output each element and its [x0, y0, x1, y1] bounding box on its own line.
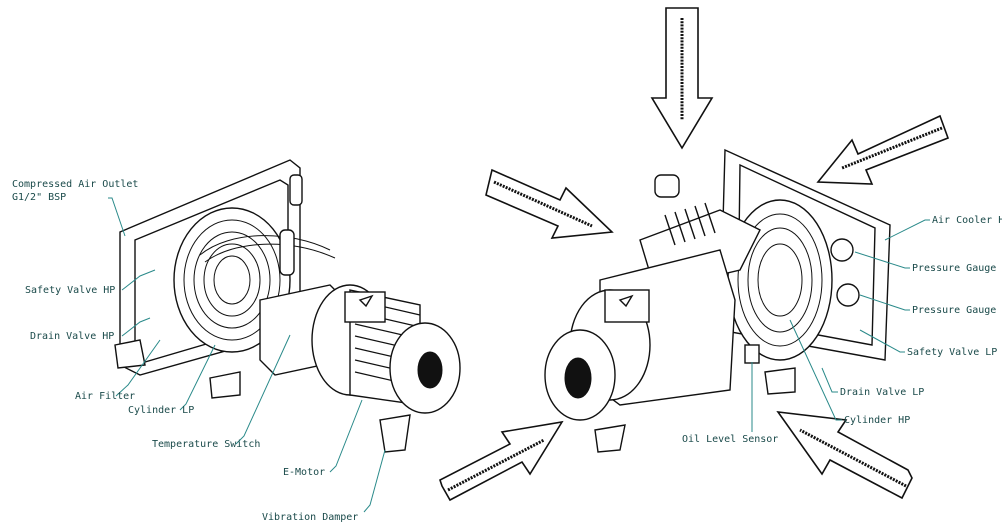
label-drain-valve-hp: Drain Valve HP: [30, 331, 114, 342]
label-oil-level-sensor: Oil Level Sensor: [682, 434, 778, 445]
compressor-right: [544, 148, 891, 453]
terminal-box-left: [344, 291, 386, 323]
label-air-filter: Air Filter: [75, 391, 135, 402]
inlet-filter-right: [654, 174, 680, 198]
cylinder-lp-body: [279, 229, 295, 276]
label-cylinder-hp: Cylinder HP: [844, 415, 910, 426]
label-pressure-gauge-hp: Pressure Gauge HP: [912, 263, 1002, 274]
airflow-arrow-icon: [439, 420, 564, 502]
label-e-motor: E-Motor: [283, 467, 325, 478]
airflow-arrow-icon: [485, 168, 614, 239]
oil-level-sensor-body: [744, 344, 760, 364]
compressor-left: [114, 159, 461, 453]
pressure-gauge-lp: [836, 283, 860, 307]
airflow-arrow-icon: [776, 410, 913, 500]
label-cylinder-lp: Cylinder LP: [128, 405, 194, 416]
label-drain-valve-lp: Drain Valve LP: [840, 387, 924, 398]
label-safety-valve-lp: Safety Valve LP: [907, 347, 997, 358]
pressure-gauge-hp: [830, 238, 854, 262]
airflow-arrow-icon: [650, 7, 714, 150]
airflow-arrows: [439, 7, 950, 502]
callout-labels: Compressed Air Outlet G1/2" BSP Safety V…: [12, 179, 1002, 523]
airflow-arrow-icon: [816, 114, 950, 185]
label-pressure-gauge-lp: Pressure Gauge LP: [912, 305, 1002, 316]
label-vibration-damper: Vibration Damper: [262, 512, 358, 523]
terminal-box-right: [604, 289, 650, 323]
label-compressed-air-outlet-2: G1/2" BSP: [12, 192, 66, 203]
label-air-cooler-hp: Air Cooler HP: [932, 215, 1002, 226]
label-temperature-switch: Temperature Switch: [152, 439, 260, 450]
label-compressed-air-outlet-1: Compressed Air Outlet: [12, 179, 138, 190]
leader-lines: [108, 197, 930, 513]
label-safety-valve-hp: Safety Valve HP: [25, 285, 115, 296]
